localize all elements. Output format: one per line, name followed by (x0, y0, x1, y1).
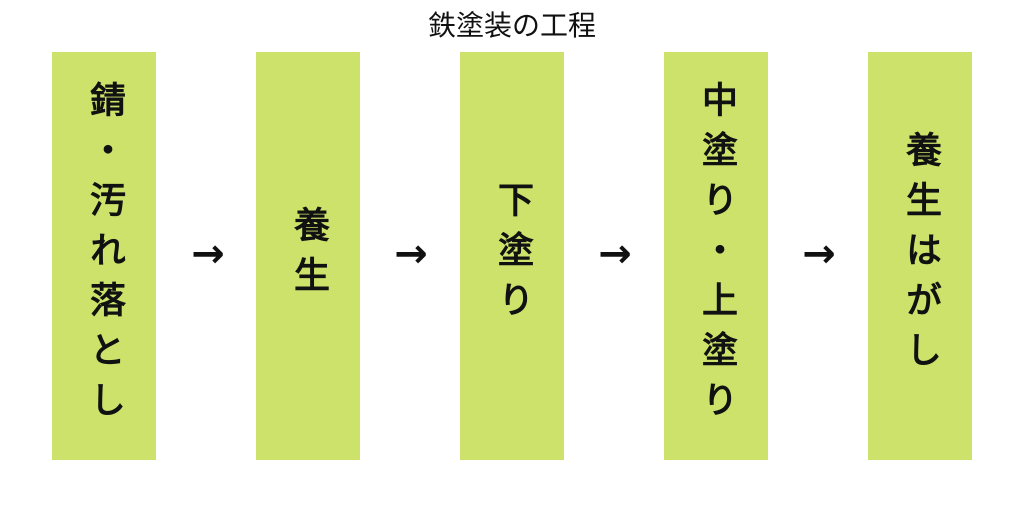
step-box-undercoat: 下塗り (460, 52, 564, 460)
diagram-title: 鉄塗装の工程 (427, 9, 596, 42)
arrow-right-icon: → (191, 231, 225, 277)
arrow-right-icon: → (598, 231, 632, 277)
step-box-rust-removal: 錆・汚れ落とし (52, 52, 156, 460)
step-label: 中塗り・上塗り (696, 81, 737, 431)
step-box-mid-top-coat: 中塗り・上塗り (664, 52, 768, 460)
step-label: 養生 (288, 206, 329, 306)
arrow-right-icon: → (802, 231, 836, 277)
step-box-masking: 養生 (256, 52, 360, 460)
step-label: 下塗り (492, 181, 533, 331)
arrow-right-icon: → (394, 231, 428, 277)
step-label: 養生はがし (900, 131, 941, 381)
step-box-mask-removal: 養生はがし (868, 52, 972, 460)
step-label: 錆・汚れ落とし (84, 81, 125, 431)
